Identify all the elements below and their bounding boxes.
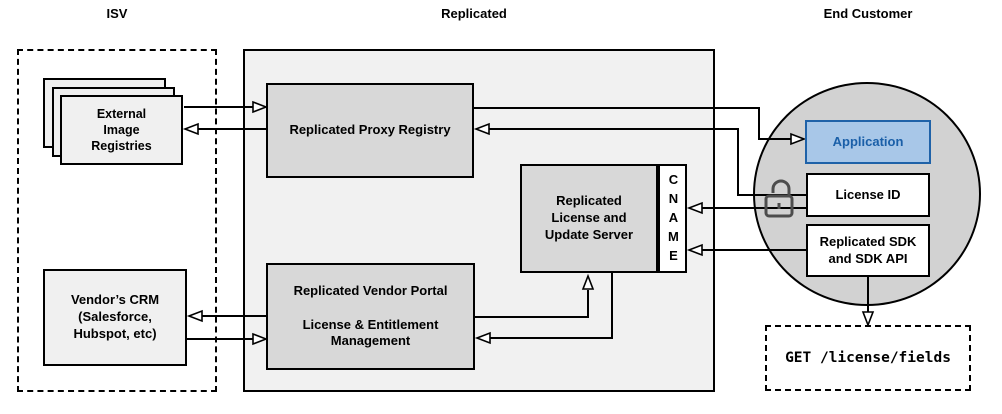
replicated-vendor-portal-node: Replicated Vendor Portal License & Entit… [266, 263, 475, 370]
replicated-sdk-node: Replicated SDK and SDK API [806, 224, 930, 277]
section-header-end-customer: End Customer [823, 6, 913, 21]
get-license-fields-node: GET /license/fields [765, 325, 971, 391]
license-id-node: License ID [806, 173, 930, 217]
section-header-isv: ISV [106, 6, 128, 21]
isv-boundary [17, 49, 217, 392]
vendors-crm-node: Vendor’s CRM (Salesforce, Hubspot, etc) [43, 269, 187, 366]
replicated-proxy-registry-node: Replicated Proxy Registry [266, 83, 474, 178]
external-image-registries-node: External Image Registries [60, 95, 183, 165]
application-node: Application [805, 120, 931, 164]
section-header-replicated: Replicated [441, 6, 507, 21]
replicated-license-update-server-node: Replicated License and Update Server [520, 164, 658, 273]
arrowhead-down-icon [861, 311, 875, 328]
cname-node: CNAME [658, 164, 687, 273]
